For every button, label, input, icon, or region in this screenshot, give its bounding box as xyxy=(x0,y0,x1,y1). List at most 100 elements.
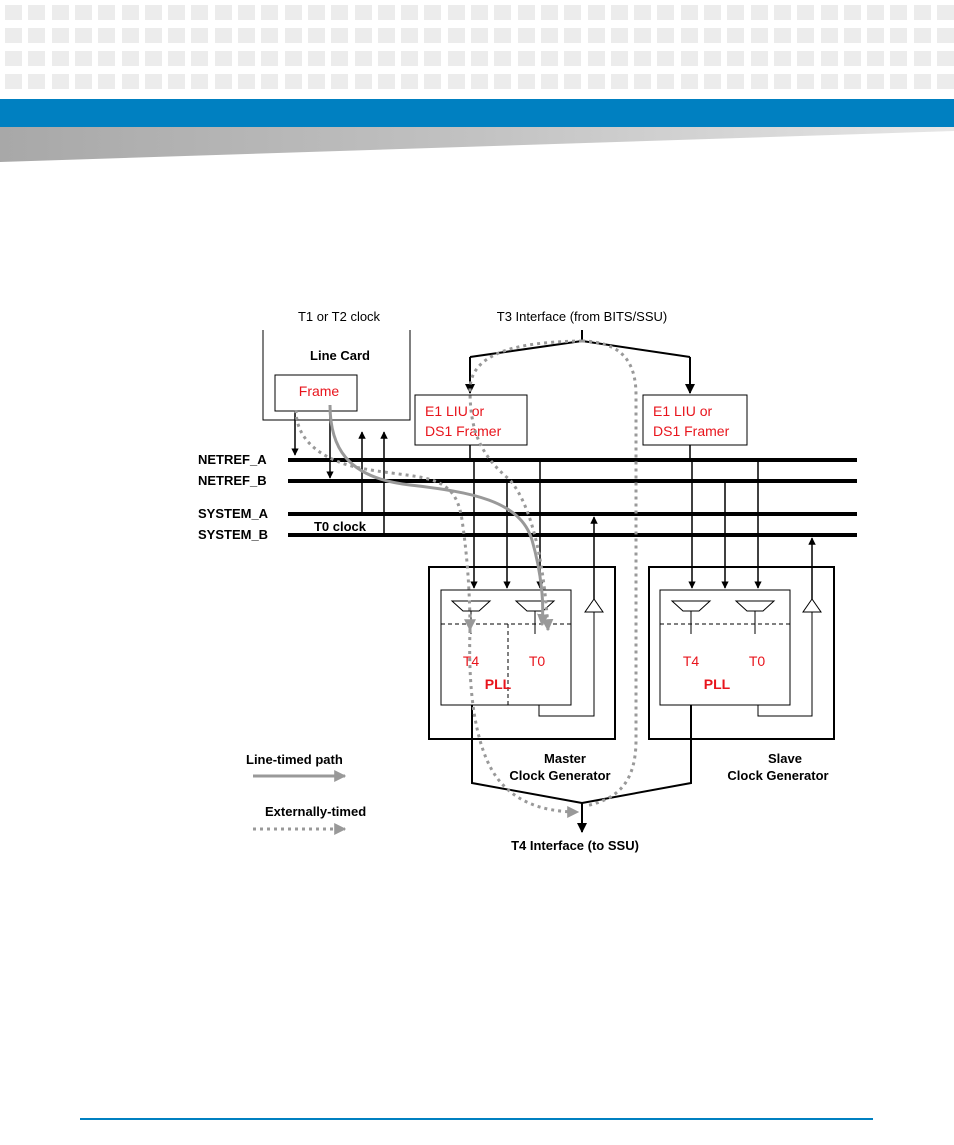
header-pattern-square xyxy=(447,51,465,66)
header-pattern-square xyxy=(657,74,675,89)
header-pattern-square xyxy=(680,74,698,89)
header-pattern-square xyxy=(28,74,46,89)
header-pattern-square xyxy=(843,5,861,20)
master-buffer-icon xyxy=(584,598,604,613)
header-pattern-square xyxy=(121,28,139,43)
slave-clock-generator-box xyxy=(648,566,835,740)
header-pattern-square xyxy=(750,28,768,43)
header-pattern-square xyxy=(401,5,419,20)
header-pattern-square xyxy=(471,5,488,20)
header-pattern-square xyxy=(797,51,815,66)
header-pattern-square xyxy=(610,51,628,66)
header-pattern-square xyxy=(867,5,885,20)
header-pattern-square xyxy=(144,5,162,20)
header-pattern-square xyxy=(51,28,69,43)
header-pattern-square xyxy=(540,28,558,43)
liu-left-line2: DS1 Framer xyxy=(425,423,502,439)
header-pattern-square xyxy=(28,28,46,43)
header-pattern-square xyxy=(5,51,22,66)
header-pattern-square xyxy=(913,5,931,20)
header-pattern-square xyxy=(540,74,558,89)
header-pattern-square xyxy=(424,51,442,66)
header-pattern-square xyxy=(704,51,721,66)
header-pattern-square xyxy=(610,5,628,20)
header-pattern-square xyxy=(937,28,954,43)
footer-rule xyxy=(80,1118,873,1120)
master-clock-generator-box xyxy=(428,566,616,740)
header-pattern-square xyxy=(424,74,442,89)
header-pattern-square xyxy=(913,28,931,43)
header-pattern-square xyxy=(424,5,442,20)
master-caption-line2: Clock Generator xyxy=(509,768,610,783)
header-pattern-square xyxy=(191,51,209,66)
header-pattern-square xyxy=(401,28,419,43)
header-pattern-square xyxy=(773,51,791,66)
header-pattern-square xyxy=(517,28,535,43)
header-pattern-square xyxy=(214,28,232,43)
header-pattern-square xyxy=(238,74,255,89)
header-pattern-square xyxy=(168,74,186,89)
slave-buffer-icon xyxy=(802,598,822,613)
header-pattern-square xyxy=(750,51,768,66)
header-pattern-square xyxy=(587,74,605,89)
header-pattern-square xyxy=(191,28,209,43)
header-pattern-square xyxy=(424,28,442,43)
header-pattern-square xyxy=(144,51,162,66)
header-pattern-square xyxy=(261,51,279,66)
slave-mux-t0-icon xyxy=(734,600,776,612)
header-pattern-square xyxy=(168,28,186,43)
header-pattern-square xyxy=(727,5,745,20)
header-pattern-square xyxy=(750,5,768,20)
header-pattern-square xyxy=(704,28,721,43)
header-pattern-square xyxy=(191,5,209,20)
header-pattern-square xyxy=(890,28,908,43)
header-pattern-square xyxy=(307,28,325,43)
header-pattern-square xyxy=(890,74,908,89)
bus-label-netref-a: NETREF_A xyxy=(198,452,267,467)
bus-label-system-a: SYSTEM_A xyxy=(198,506,269,521)
header-pattern-square xyxy=(331,74,349,89)
header-pattern-square xyxy=(261,5,279,20)
header-pattern-square xyxy=(307,74,325,89)
liu-right-line2: DS1 Framer xyxy=(653,423,730,439)
header-pattern-square xyxy=(447,5,465,20)
header-pattern-square xyxy=(261,74,279,89)
header-pattern-square xyxy=(214,51,232,66)
header-pattern-square xyxy=(517,74,535,89)
header-pattern-square xyxy=(5,28,22,43)
header-pattern-square xyxy=(168,51,186,66)
header-pattern-square xyxy=(331,51,349,66)
header-pattern-square xyxy=(98,28,116,43)
header-pattern-square xyxy=(634,28,652,43)
header-pattern-square xyxy=(261,28,279,43)
header-pattern-square xyxy=(284,51,302,66)
header-pattern-square xyxy=(51,51,69,66)
frame-box xyxy=(274,374,358,412)
legend-line-timed-label: Line-timed path xyxy=(246,752,343,767)
header-pattern-square xyxy=(51,5,69,20)
header-pattern-square xyxy=(354,5,372,20)
header-pattern-square xyxy=(331,28,349,43)
header-pattern-square xyxy=(377,5,395,20)
header-pattern-square xyxy=(307,51,325,66)
header-pattern-square xyxy=(727,51,745,66)
t4-interface-label: T4 Interface (to SSU) xyxy=(511,838,639,853)
slave-caption-line1: Slave xyxy=(768,751,802,766)
master-mux-t4-icon xyxy=(450,600,492,612)
header-pattern-square xyxy=(401,74,419,89)
header-pattern-square xyxy=(51,74,69,89)
header-pattern-square xyxy=(797,74,815,89)
header-pattern-square xyxy=(797,5,815,20)
header-pattern-square xyxy=(238,5,255,20)
header-pattern-square xyxy=(214,5,232,20)
header-pattern-square xyxy=(634,51,652,66)
header-pattern-square xyxy=(74,5,92,20)
header-pattern xyxy=(0,0,954,96)
header-pattern-square xyxy=(587,5,605,20)
header-pattern-square xyxy=(913,74,931,89)
line-card-box xyxy=(262,330,411,421)
header-pattern-square xyxy=(401,51,419,66)
header-pattern-square xyxy=(238,28,255,43)
header-pattern-square xyxy=(28,5,46,20)
